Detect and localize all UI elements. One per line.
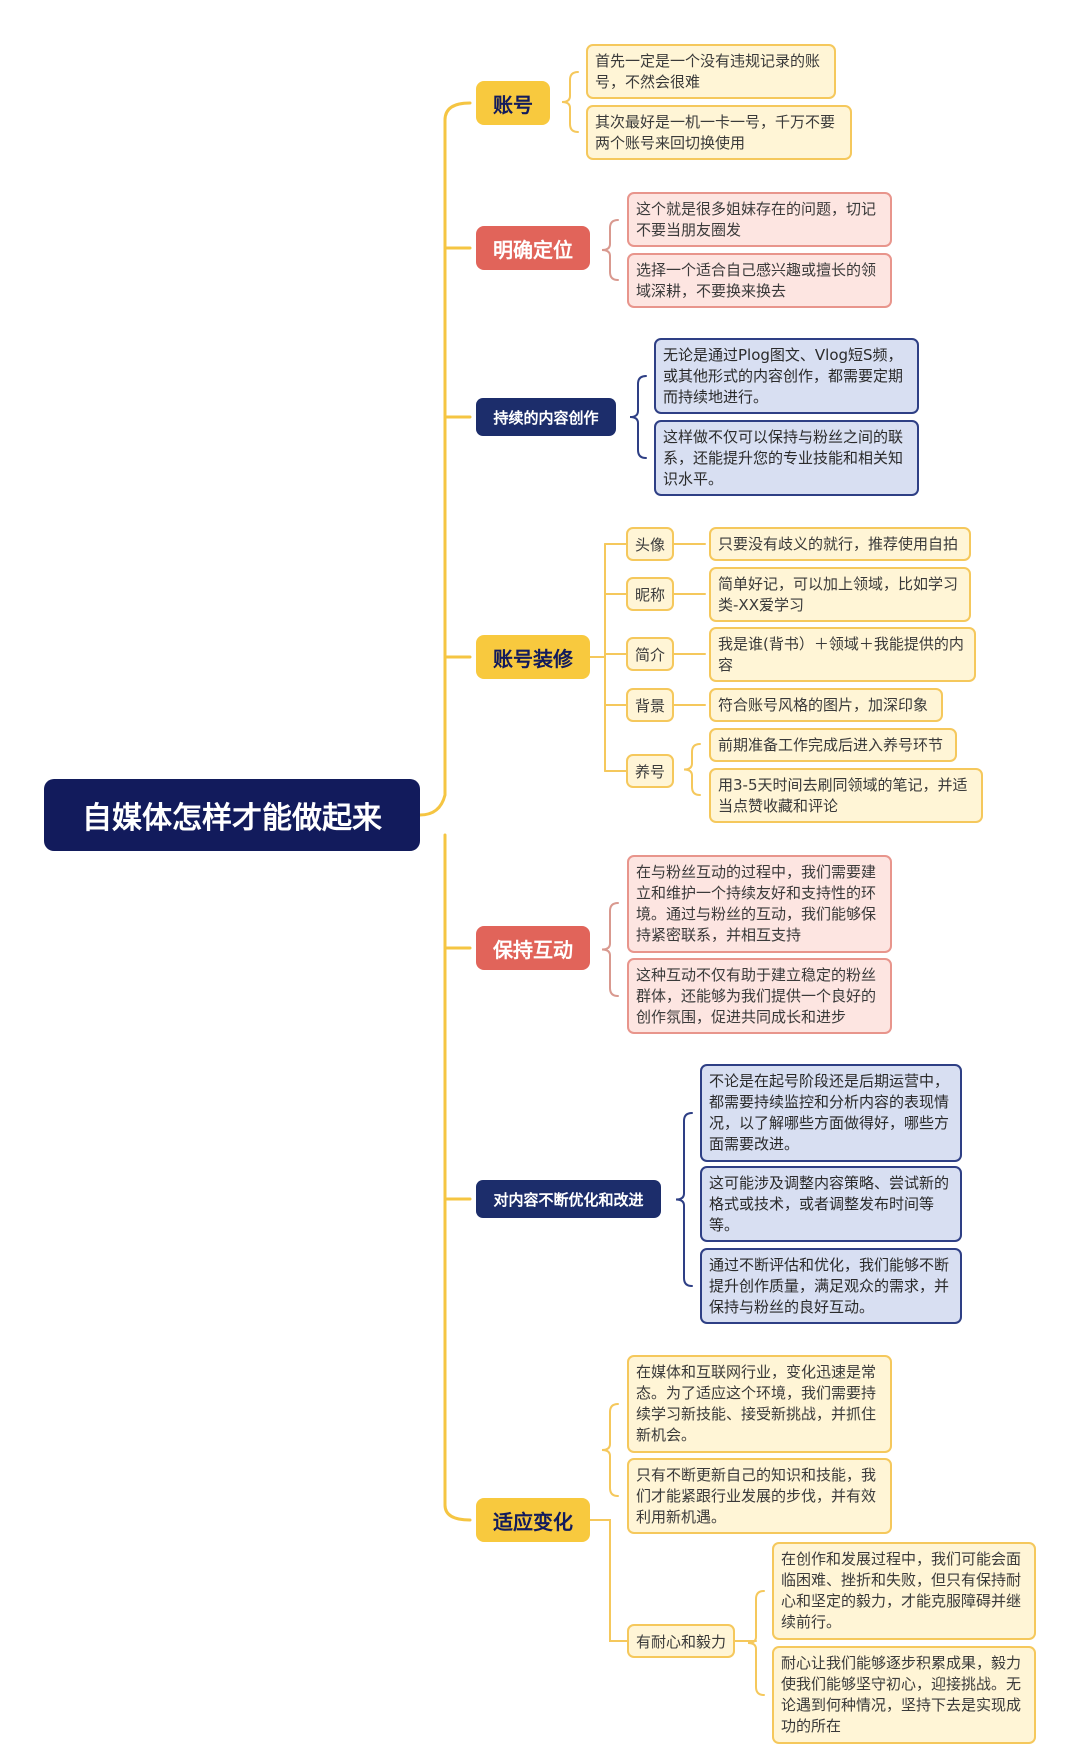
nurture-leaf-2: 用3-5天时间去刷同领域的笔记，并适当点赞收藏和评论 — [709, 768, 983, 823]
adapt-leaf-2: 只有不断更新自己的知识和技能，我们才能紧跟行业发展的步伐，并有效利用新机遇。 — [627, 1458, 892, 1534]
connector-line — [601, 1403, 619, 1497]
connector-line — [601, 219, 619, 281]
optimize-leaf-3: 通过不断评估和优化，我们能够不断提升创作质量，满足观众的需求，并保持与粉丝的良好… — [700, 1248, 962, 1324]
connector-line — [443, 635, 472, 659]
nickname-leaf: 简单好记，可以加上领域，比如学习类-XX爱学习 — [709, 567, 971, 622]
branch-account: 账号 — [476, 81, 550, 125]
interaction-leaf-2: 这种互动不仅有助于建立稳定的粉丝群体，还能够为我们提供一个良好的创作氛围，促进共… — [627, 958, 892, 1034]
connector-line — [443, 1177, 472, 1201]
branch-interaction: 保持互动 — [476, 926, 590, 970]
connector-line — [443, 226, 472, 250]
optimize-leaf-1: 不论是在起号阶段还是后期运营中，都需要持续监控和分析内容的表现情况，以了解哪些方… — [700, 1064, 962, 1162]
nurture-leaf-1: 前期准备工作完成后进入养号环节 — [709, 728, 957, 762]
sub-patience: 有耐心和毅力 — [627, 1624, 735, 1658]
connector-line — [443, 926, 472, 950]
branch-content: 持续的内容创作 — [476, 398, 616, 436]
connector-line — [443, 395, 472, 419]
background-leaf: 符合账号风格的图片，加深印象 — [709, 688, 943, 722]
content-leaf-1: 无论是通过Plog图文、Vlog短S频，或其他形式的内容创作，都需要定期而持续地… — [654, 338, 919, 414]
connector-line — [747, 1590, 765, 1696]
connector-line — [589, 1519, 628, 1642]
optimize-leaf-2: 这可能涉及调整内容策略、尝试新的格式或技术，或者调整发布时间等等。 — [700, 1166, 962, 1242]
branch-optimize: 对内容不断优化和改进 — [476, 1180, 661, 1218]
branch-positioning: 明确定位 — [476, 226, 590, 270]
connector-line — [629, 375, 647, 459]
connector-line — [601, 902, 619, 997]
sub-background: 背景 — [626, 688, 674, 722]
account-leaf-2: 其次最好是一机一卡一号，千万不要两个账号来回切换使用 — [586, 105, 852, 160]
connector-line — [443, 833, 472, 1522]
avatar-leaf: 只要没有歧义的就行，推荐使用自拍 — [709, 527, 971, 561]
sub-nickname: 昵称 — [626, 577, 674, 611]
connector-line — [418, 101, 472, 817]
patience-leaf-2: 耐心让我们能够逐步积累成果，毅力使我们能够坚守初心，迎接挑战。无论遇到何种情况，… — [772, 1646, 1036, 1744]
positioning-leaf-1: 这个就是很多姐妹存在的问题，切记不要当朋友圈发 — [627, 192, 892, 247]
sub-nurture: 养号 — [626, 754, 674, 788]
branch-decoration: 账号装修 — [476, 635, 590, 679]
content-leaf-2: 这样做不仅可以保持与粉丝之间的联系，还能提升您的专业技能和相关知识水平。 — [654, 420, 919, 496]
root-node: 自媒体怎样才能做起来 — [44, 779, 420, 851]
interaction-leaf-1: 在与粉丝互动的过程中，我们需要建立和维护一个持续友好和支持性的环境。通过与粉丝的… — [627, 855, 892, 953]
sub-bio: 简介 — [626, 637, 674, 671]
positioning-leaf-2: 选择一个适合自己感兴趣或擅长的领域深耕，不要换来换去 — [627, 253, 892, 308]
connector-line — [675, 1112, 693, 1287]
account-leaf-1: 首先一定是一个没有违规记录的账号，不然会很难 — [586, 44, 836, 99]
connector-line — [683, 743, 701, 796]
bio-leaf: 我是谁(背书）＋领域＋我能提供的内容 — [709, 627, 976, 682]
branch-adapt: 适应变化 — [476, 1498, 590, 1542]
sub-avatar: 头像 — [626, 527, 674, 561]
adapt-leaf-1: 在媒体和互联网行业，变化迅速是常态。为了适应这个环境，我们需要持续学习新技能、接… — [627, 1355, 892, 1453]
connector-line — [561, 71, 579, 133]
patience-leaf-1: 在创作和发展过程中，我们可能会面临困难、挫折和失败，但只有保持耐心和坚定的毅力，… — [772, 1542, 1036, 1640]
